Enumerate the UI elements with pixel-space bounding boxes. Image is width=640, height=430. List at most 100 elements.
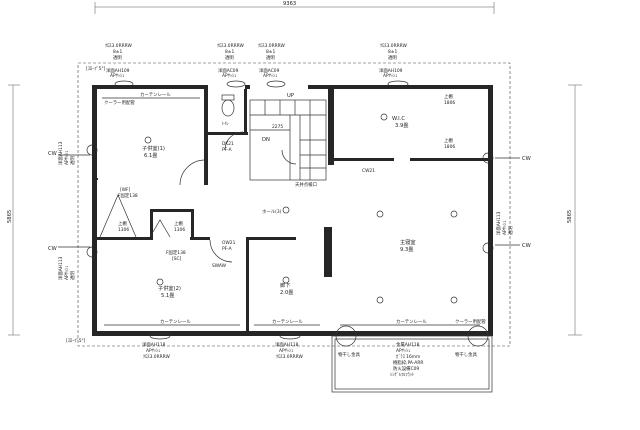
room-master-name: 主寝室 [400,238,416,246]
toilet-fixture [221,94,235,117]
room-hall-name: ホール(3) [262,209,282,215]
svg-text:ｸﾛｽ3.0RRRW: ｸﾛｽ3.0RRRW [105,43,133,49]
svg-text:透明: 透明 [388,54,397,61]
curtain-label-2: カーテンレール [160,319,191,325]
dimension-left: 5865 [7,210,13,223]
room-child2-name: 子供室(2) [158,284,181,292]
svg-text:洋面AH113: 洋面AH113 [57,141,64,165]
svg-text:APｻｯｼｭ: APｻｯｼｭ [383,73,397,79]
room-wic-name: W.I.C [392,116,405,122]
svg-text:APｻｯｼｭ: APｻｯｼｭ [263,73,277,79]
window-annotation-bottom-2: 洋面AH118 APｻｯｼｭ ｸﾛｽ3.0RRRW [275,341,304,360]
slope-label-bottom: [ｽﾛｰﾌﾟ5°] [66,337,86,344]
curtain-rails [102,97,480,326]
cw-label-2: CW [48,246,57,252]
toilet-label: ﾄｲﾚ [222,122,229,127]
door-label-5: CW21 [362,168,375,174]
door-swings [99,131,297,263]
shelf-label-2: 上棚 [174,220,183,227]
svg-text:透明: 透明 [266,54,275,61]
svg-text:ｸﾛｽ3.0RRRW: ｸﾛｽ3.0RRRW [380,43,408,49]
window-annotation-bottom-1: 洋面AH118 APｻｯｼｭ ｸﾛｽ3.0RRRW [142,341,171,360]
stair-dimension: 2275 [272,124,283,130]
door-label-2: PF-A [222,147,232,153]
shelf-label-4b: 1806 [444,144,455,150]
shelf-label-2b: 1306 [174,227,185,233]
svg-text:洋面AC09: 洋面AC09 [259,67,280,74]
balcony-hanger-1: 物干し金具 [338,351,361,358]
svg-text:APｻｯｼｭ: APｻｯｼｭ [222,73,236,79]
shelf-label-1: 上棚 [118,220,127,227]
svg-text:ｸﾛｽ3.0RRRW: ｸﾛｽ3.0RRRW [276,354,304,360]
svg-text:透明: 透明 [69,156,76,165]
svg-text:ｼﾝｸﾞﾙﾌﾙﾌﾗｯﾄ: ｼﾝｸﾞﾙﾌﾙﾌﾗｯﾄ [390,371,414,378]
room-master-area: 9.3畳 [400,246,413,253]
svg-text:金属AH118: 金属AH118 [396,341,420,348]
trap-label: 天井点検口 [295,181,317,188]
svg-text:洋面AH118: 洋面AH118 [275,341,299,348]
eave-line [77,62,511,347]
svg-text:ｸﾛｽ3.0RRRW: ｸﾛｽ3.0RRRW [258,43,286,49]
exterior-walls [92,85,493,336]
balcony-hanger-2: 物干し金具 [455,351,478,358]
window-annotation-left-1: 洋面AH113 APｻｯｼｭ 透明 [57,141,76,165]
shelf-label-3: 上棚 [444,93,453,100]
room-child1-area: 6.1畳 [144,152,157,159]
svg-text:APｻｯｼｭ: APｻｯｼｭ [64,151,70,165]
closet-fix-2: F固定138 [166,249,186,256]
balcony-annotation: 金属AH118 APｻｯｼｭ ｶﾞﾗｽ 16mm 樹脂枠,PA-ARR 防火設備… [390,341,423,378]
curtain-label-3: カーテンレール [272,319,303,325]
sc-label: [SC] [172,256,182,262]
room-corridor-name: 廊下 [280,281,290,289]
room-wic-area: 3.9畳 [395,122,408,129]
svg-text:防火設備C09: 防火設備C09 [393,365,419,372]
cw-label-4: CW [522,243,531,249]
svg-text:透明: 透明 [69,271,76,280]
dimension-right: 5865 [567,210,573,223]
closet-fix-1: F固定138 [118,192,138,199]
svg-text:8±1: 8±1 [388,49,397,55]
svg-text:APｻｯｼｭ: APｻｯｼｭ [279,348,293,354]
svg-text:洋面AC09: 洋面AC09 [218,67,239,74]
window-annotation-top-4: ｸﾛｽ3.0RRRW 8±1 透明 洋面AH109 APｻｯｼｭ [379,43,408,79]
shelf-label-1b: 1306 [118,227,129,233]
svg-text:透明: 透明 [113,54,122,61]
door-label-3: OW21 [222,240,236,246]
svg-text:洋面AH109: 洋面AH109 [106,67,130,74]
svg-text:洋面AH109: 洋面AH109 [379,67,403,74]
ceiling-lights [144,113,458,304]
svg-text:8±1: 8±1 [266,49,275,55]
svg-text:ｸﾛｽ3.0RRRW: ｸﾛｽ3.0RRRW [217,43,245,49]
cw-label-1: CW [48,151,57,157]
room-child1-name: 子供室(1) [142,144,165,152]
interior-walls [96,85,490,332]
svg-text:8±1: 8±1 [113,49,122,55]
room-child2-area: 5.1畳 [161,292,174,299]
svg-text:透明: 透明 [225,54,234,61]
dimension-lines [8,2,582,336]
stair [249,99,327,181]
window-annotation-right-1: 洋面AH113 APｻｯｼｭ 透明 [495,211,514,235]
cw-label-3: CW [522,156,531,162]
shelf-label-3b: 1806 [444,100,455,106]
curtain-label-4: カーテンレール [396,319,427,325]
svg-text:透明: 透明 [507,226,514,235]
balcony [331,325,493,393]
cooler-label-2: クーラー用配管 [455,318,486,325]
svg-text:洋面AH113: 洋面AH113 [57,256,64,280]
svg-text:ｸﾛｽ3.0RRRW: ｸﾛｽ3.0RRRW [143,354,171,360]
svg-text:APｻｯｼｭ: APｻｯｼｭ [110,73,124,79]
svg-text:ｶﾞﾗｽ 16mm: ｶﾞﾗｽ 16mm [396,353,420,360]
shelf-label-4: 上棚 [444,137,453,144]
slope-label-top: [ｽﾛｰﾌﾟ5°] [86,65,106,72]
window-markers-bottom [149,332,301,340]
svg-text:樹脂枠,PA-ARR: 樹脂枠,PA-ARR [393,359,423,366]
door-label-1: DK21 [222,141,234,147]
window-annotation-top-2: ｸﾛｽ3.0RRRW 8±1 透明 洋面AC09 APｻｯｼｭ [217,43,245,79]
svg-text:洋面AH113: 洋面AH113 [495,211,502,235]
door-label-4: PF-A [222,246,232,252]
window-annotation-left-2: 洋面AH113 APｻｯｼｭ 透明 [57,256,76,280]
curtain-label-1: カーテンレール [140,92,171,98]
